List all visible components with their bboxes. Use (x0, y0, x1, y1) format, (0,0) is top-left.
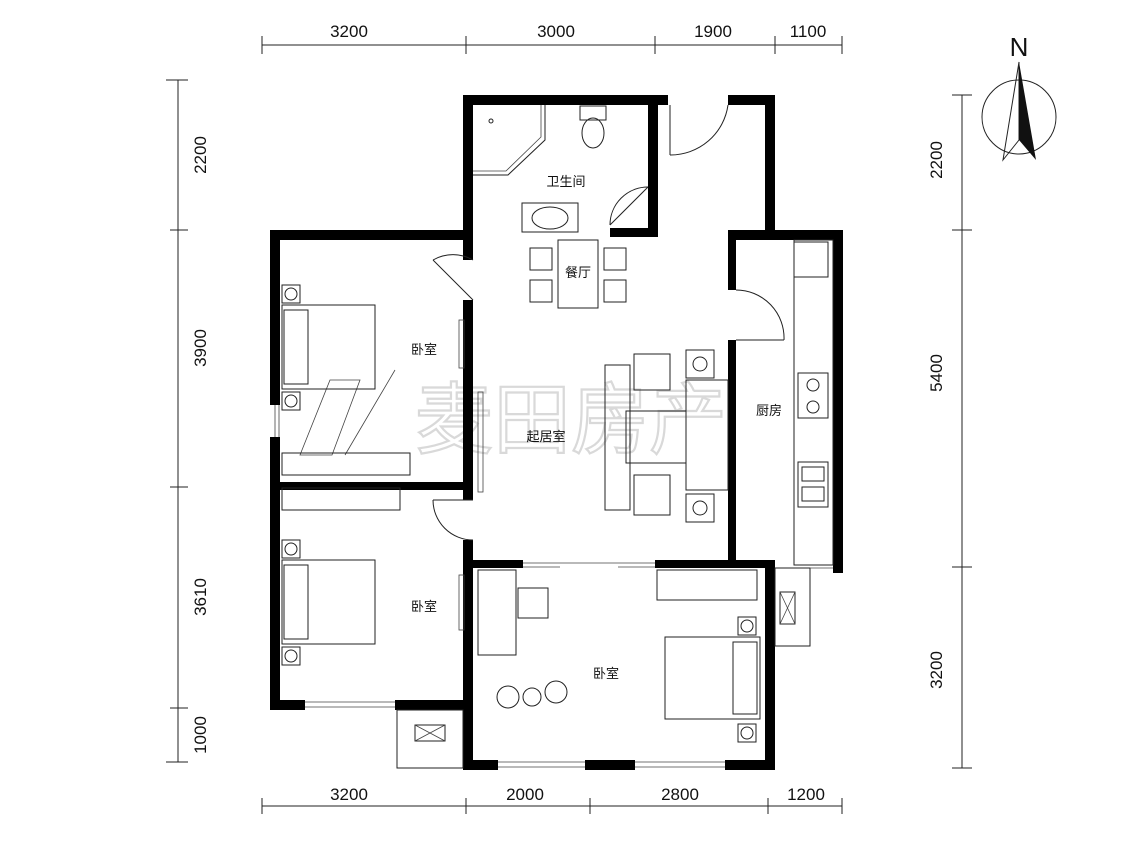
dim-bottom-4: 1200 (787, 785, 825, 804)
bed-sw (281, 559, 376, 645)
dim-left-2: 3900 (191, 329, 210, 367)
tv-cabinet (604, 364, 631, 511)
armchair-top (633, 353, 671, 391)
dim-right-2: 5400 (927, 354, 946, 392)
bed-nw (281, 304, 376, 390)
dimension-labels: 3200 3000 1900 1100 3200 2000 2800 1200 … (191, 22, 946, 804)
dim-top-3: 1900 (694, 22, 732, 41)
room-label-bedroom-s: 卧室 (593, 666, 619, 682)
compass-needle-left (1002, 61, 1020, 162)
walls (270, 95, 843, 770)
room-label-kitchen: 厨房 (756, 403, 782, 419)
washbasin-icon (521, 202, 579, 233)
dim-left-4: 1000 (191, 716, 210, 754)
kitchen-counter (793, 239, 834, 566)
dim-bottom-2: 2000 (506, 785, 544, 804)
bedroom-nw-furniture (281, 284, 411, 476)
balconies (396, 567, 833, 769)
toilet-icon (581, 117, 605, 149)
dim-left-3: 3610 (191, 578, 210, 616)
room-label-dining: 餐厅 (565, 265, 591, 281)
windows (274, 319, 725, 768)
dim-bottom-1: 3200 (330, 785, 368, 804)
dining-table (529, 239, 627, 309)
room-label-bathroom: 卫生间 (546, 175, 585, 190)
doors (432, 104, 785, 541)
room-labels: 卫生间 餐厅 卧室 起居室 厨房 卧室 卧室 (411, 175, 782, 682)
toilet-tank (579, 105, 607, 121)
watermark: 麦田房产 (299, 369, 728, 467)
dim-right-1: 2200 (927, 141, 946, 179)
sofa (685, 379, 729, 491)
room-label-bedroom-sw: 卧室 (411, 599, 437, 615)
bedroom-s-furniture (477, 569, 761, 743)
wardrobe-nw (281, 452, 411, 476)
stove-icon (797, 372, 829, 419)
wardrobe-s (656, 569, 758, 601)
dim-top-4: 1100 (790, 22, 827, 41)
wardrobe-sw (281, 487, 401, 511)
bed-s (664, 636, 761, 720)
dim-right-3: 3200 (927, 651, 946, 689)
dim-bottom-3: 2800 (661, 785, 699, 804)
dim-top-2: 3000 (537, 22, 575, 41)
compass-needle-right (1019, 62, 1036, 160)
sink-icon (797, 461, 829, 508)
room-label-living: 起居室 (526, 429, 565, 445)
compass-north-label: N (1010, 32, 1029, 62)
desk (477, 569, 517, 656)
dim-top-1: 3200 (330, 22, 368, 41)
armchair-bottom (633, 474, 671, 516)
compass: N (981, 32, 1057, 162)
dim-left-1: 2200 (191, 136, 210, 174)
room-label-bedroom-nw: 卧室 (411, 342, 437, 358)
bedroom-sw-furniture (281, 487, 401, 666)
watermark-text: 麦田房产 (415, 376, 727, 466)
bathroom-fixtures (473, 105, 607, 233)
desk-chair (517, 587, 549, 619)
living-furniture (604, 349, 729, 523)
dimension-lines (166, 36, 972, 814)
kitchen-fixtures (793, 239, 834, 566)
